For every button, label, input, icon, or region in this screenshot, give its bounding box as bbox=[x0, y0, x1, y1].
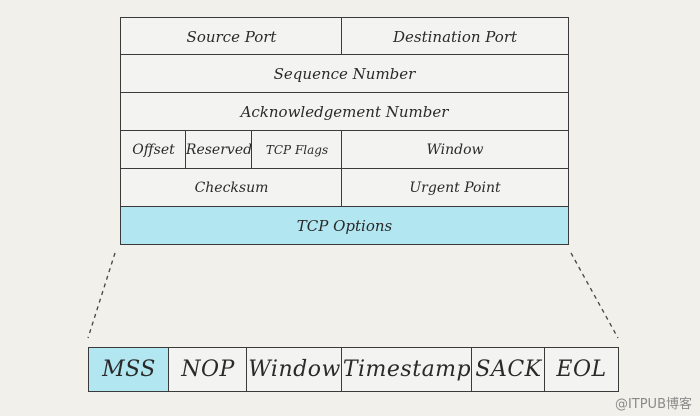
reserved-field: Reserved bbox=[185, 130, 253, 170]
tcp-flags-field: TCP Flags bbox=[251, 130, 343, 170]
option-sack-label: SACK bbox=[475, 357, 542, 382]
acknowledgement-number-label: Acknowledgement Number bbox=[240, 102, 449, 121]
offset-field: Offset bbox=[120, 130, 187, 170]
option-window: Window bbox=[246, 347, 343, 392]
option-eol-label: EOL bbox=[556, 357, 607, 382]
tcp-options-field: TCP Options bbox=[120, 206, 569, 245]
watermark: @ITPUB博客 bbox=[614, 397, 692, 412]
tcp-options-label: TCP Options bbox=[296, 216, 393, 235]
option-window-label: Window bbox=[248, 357, 341, 382]
left-guide-line bbox=[87, 252, 116, 339]
option-mss: MSS bbox=[88, 347, 170, 392]
option-nop: NOP bbox=[168, 347, 248, 392]
checksum-field: Checksum bbox=[120, 168, 343, 208]
checksum-label: Checksum bbox=[194, 180, 269, 196]
option-nop-label: NOP bbox=[181, 357, 235, 382]
sequence-number-label: Sequence Number bbox=[273, 64, 416, 83]
source-port-field: Source Port bbox=[120, 17, 343, 56]
right-guide-line bbox=[570, 252, 619, 339]
option-mss-label: MSS bbox=[102, 357, 156, 382]
sequence-number-field: Sequence Number bbox=[120, 54, 569, 93]
urgent-point-field: Urgent Point bbox=[341, 168, 569, 208]
destination-port-label: Destination Port bbox=[392, 27, 518, 46]
offset-label: Offset bbox=[132, 142, 175, 158]
tcp-flags-label: TCP Flags bbox=[265, 143, 329, 157]
option-sack: SACK bbox=[471, 347, 546, 392]
window-label: Window bbox=[426, 142, 484, 158]
option-eol: EOL bbox=[544, 347, 619, 392]
option-timestamp: Timestamp bbox=[341, 347, 473, 392]
urgent-point-label: Urgent Point bbox=[409, 180, 501, 196]
source-port-label: Source Port bbox=[186, 27, 277, 46]
reserved-label: Reserved bbox=[185, 142, 253, 158]
option-timestamp-label: Timestamp bbox=[342, 357, 472, 382]
